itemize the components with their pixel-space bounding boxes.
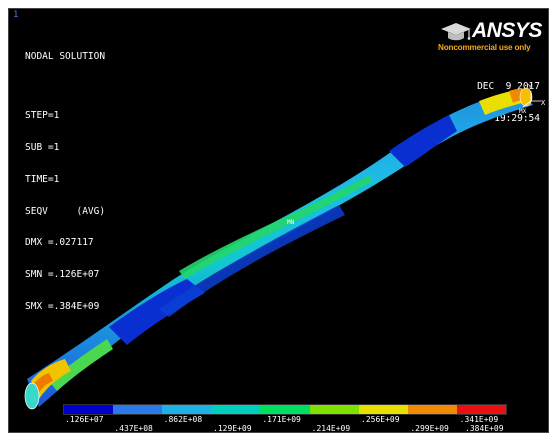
legend-swatch xyxy=(407,405,457,414)
legend-color-bar xyxy=(63,404,507,415)
min-label: MN xyxy=(287,219,295,226)
legend-swatch xyxy=(358,405,408,414)
legend-tick-top: .862E+08 xyxy=(163,415,203,424)
legend-tick-top: .256E+09 xyxy=(361,415,400,424)
low-stress-band-right xyxy=(389,115,457,167)
max-label: MX xyxy=(519,108,527,115)
info-substep: SUB =1 xyxy=(25,141,60,153)
legend-tick-bottom: .437E+08 xyxy=(114,424,153,433)
ansys-logo: ANSYS Noncommercial use only xyxy=(436,19,548,53)
legend-swatch xyxy=(64,405,114,414)
legend-swatch xyxy=(162,405,212,414)
solution-info-panel: NODAL SOLUTION STEP=1 SUB =1 TIME=1 SEQV… xyxy=(25,31,105,334)
legend-tick-top: .341E+09 xyxy=(459,415,499,424)
date-text: DEC 9 2017 xyxy=(477,81,540,93)
legend-swatch xyxy=(309,405,359,414)
legend-tick-bottom: .299E+09 xyxy=(410,424,449,433)
window-number: 1 xyxy=(13,10,19,20)
legend-swatch xyxy=(260,405,310,414)
axis-triad-icon: X Y Z xyxy=(522,83,546,108)
info-dmx: DMX =.027117 xyxy=(25,237,94,249)
info-time: TIME=1 xyxy=(25,173,60,185)
legend-swatch xyxy=(113,405,163,414)
legend-tick-top: .171E+09 xyxy=(262,415,301,424)
legend-swatch xyxy=(211,405,261,414)
noncommercial-notice: Noncommercial use only xyxy=(438,43,531,52)
legend-swatch xyxy=(456,405,506,414)
contour-plot[interactable]: MN MX X Y Z xyxy=(9,9,548,432)
info-smx: SMX =.384E+09 xyxy=(25,300,100,312)
contour-legend: .126E+07 .862E+08 .171E+09 .256E+09 .341E+09… xyxy=(63,404,507,432)
datetime-panel: DEC 9 2017 19:29:54 xyxy=(477,61,540,146)
axis-y-label: Y xyxy=(528,83,533,91)
legend-tick-top: .126E+07 xyxy=(65,415,104,424)
info-step: STEP=1 xyxy=(25,110,60,122)
moderate-stress-band-lower xyxy=(49,339,113,391)
beam-body xyxy=(27,89,533,407)
left-end-cap xyxy=(24,382,40,410)
low-stress-band-middle xyxy=(159,205,345,317)
logo-brand-text: ANSYS xyxy=(472,19,542,42)
solution-title: NODAL SOLUTION xyxy=(25,51,106,63)
graduation-cap-icon xyxy=(441,23,471,41)
legend-tick-bottom: .129E+09 xyxy=(213,424,252,433)
time-text: 19:29:54 xyxy=(494,112,540,124)
moderate-stress-band-upper xyxy=(179,175,373,279)
info-result-type: SEQV (AVG) xyxy=(25,205,106,217)
graphics-window[interactable]: 1 NODAL SOLUTION STEP=1 SUB =1 TIME=1 SE… xyxy=(8,8,549,433)
info-smn: SMN =.126E+07 xyxy=(25,269,100,281)
axis-x-label: X xyxy=(541,99,546,107)
right-end-cap xyxy=(519,87,533,107)
legend-tick-bottom: .384E+09 xyxy=(465,424,504,433)
legend-tick-bottom: .214E+09 xyxy=(311,424,351,433)
